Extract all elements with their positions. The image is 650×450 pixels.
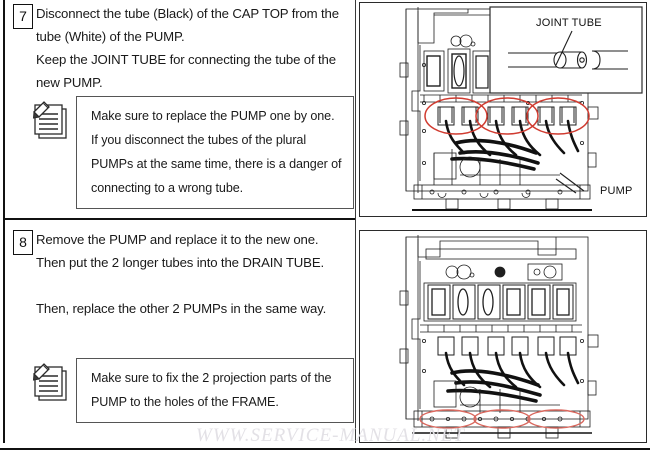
step-7-line-4: new PUMP.	[36, 75, 103, 90]
pump-label: PUMP	[600, 185, 633, 197]
page-center-rule	[355, 0, 356, 443]
step-8-note-box: Make sure to fix the 2 projection parts …	[76, 358, 354, 423]
page-left-rule	[3, 0, 5, 443]
step-7-note: Make sure to replace the PUMP one by one…	[32, 96, 354, 209]
step-7-note-box: Make sure to replace the PUMP one by one…	[76, 96, 354, 209]
step-8-number: 8	[13, 230, 33, 255]
site-watermark: WWW.SERVICE-MANUAL.NET	[196, 425, 465, 446]
step-8-line-1: Remove the PUMP and replace it to the ne…	[36, 232, 319, 247]
step-7-number: 7	[13, 4, 33, 29]
top-diagram: JOINT TUBE PUMP	[359, 2, 647, 217]
step-8-note-line-1: Make sure to fix the 2 projection parts …	[91, 371, 332, 385]
step-7-line-1: Disconnect the tube (Black) of the CAP T…	[36, 6, 339, 21]
step-7-note-line-2: If you disconnect the tubes of the plura…	[91, 133, 307, 147]
memo-note-icon	[32, 362, 76, 404]
step-7-text: Disconnect the tube (Black) of the CAP T…	[36, 2, 354, 94]
step-8: 8 Remove the PUMP and replace it to the …	[8, 228, 354, 320]
step-7-line-2: tube (White) of the PUMP.	[36, 29, 185, 44]
bottom-diagram	[359, 230, 647, 443]
step-8-note-line-2: PUMP to the holes of the FRAME.	[91, 395, 279, 409]
step-7-line-3: Keep the JOINT TUBE for connecting the t…	[36, 52, 336, 67]
step-7-note-line-4: connecting to a wrong tube.	[91, 181, 244, 195]
step-8-line-2: Then put the 2 longer tubes into the DRA…	[36, 255, 324, 270]
step-7-note-line-3: PUMPs at the same time, there is a dange…	[91, 157, 342, 171]
step-7-heading: 7 Disconnect the tube (Black) of the CAP…	[8, 2, 354, 94]
step-8-heading: 8 Remove the PUMP and replace it to the …	[8, 228, 354, 320]
step-7-note-line-1: Make sure to replace the PUMP one by one…	[91, 109, 335, 123]
step-8-line-4: Then, replace the other 2 PUMPs in the s…	[36, 301, 327, 316]
memo-note-icon	[32, 100, 76, 142]
step-7: 7 Disconnect the tube (Black) of the CAP…	[8, 2, 354, 94]
step-8-text: Remove the PUMP and replace it to the ne…	[36, 228, 354, 320]
section-divider	[3, 218, 355, 220]
step-8-line-3	[36, 274, 354, 297]
joint-tube-label: JOINT TUBE	[536, 17, 602, 29]
step-8-note: Make sure to fix the 2 projection parts …	[32, 358, 354, 423]
